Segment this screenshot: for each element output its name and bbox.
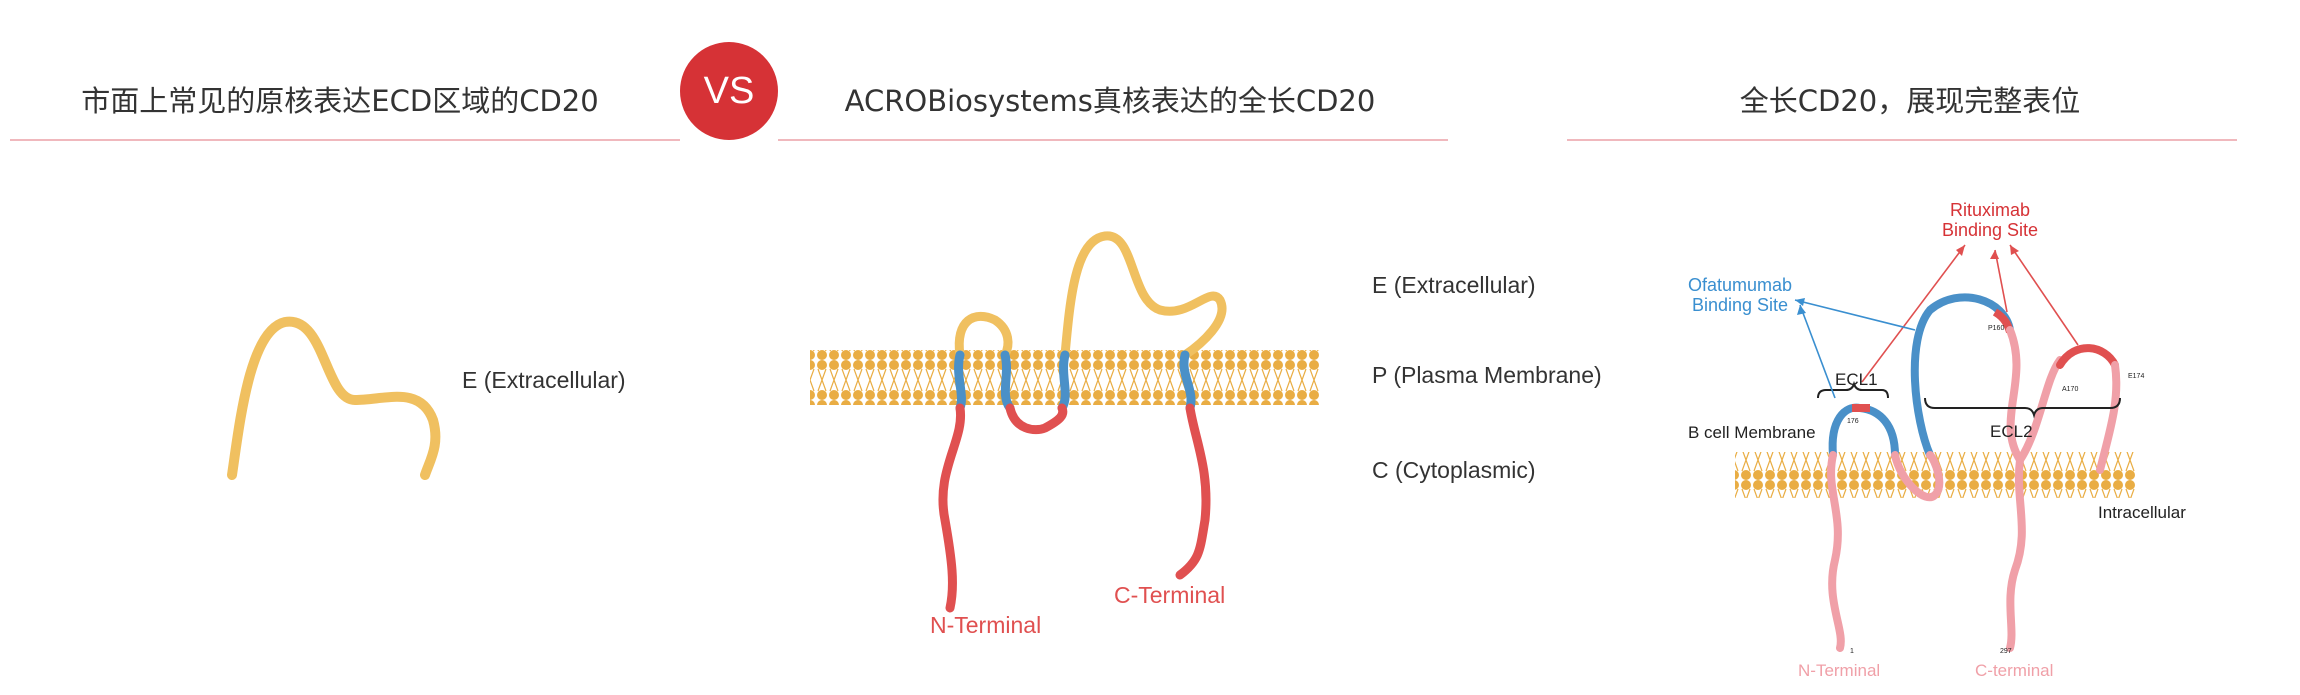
transmembrane-segment-3 — [1057, 350, 1070, 413]
center-panel-title: ACROBiosystems真核表达的全长CD20 — [844, 84, 1376, 118]
residue-1-label: 1 — [1850, 648, 1854, 655]
transmembrane-segment-1 — [954, 350, 966, 413]
vs-badge: VS — [680, 42, 778, 140]
left-panel-divider — [10, 139, 680, 141]
tm-pink-1 — [1827, 451, 1845, 652]
ofatumumab-label-line2: Binding Site — [1692, 295, 1788, 315]
residue-p160-label: P160 — [1988, 325, 2004, 332]
transmembrane-segment-2 — [1000, 350, 1015, 413]
ecl2-blue-loop — [1910, 293, 2014, 459]
tm-pink-4 — [2096, 361, 2121, 474]
ecl1-label: ECL1 — [1835, 370, 1878, 389]
panel3-epitope-diagram: Rituximab Binding Site Ofatumumab Bindin… — [1688, 200, 2186, 680]
center-panel-divider — [778, 139, 1448, 141]
c-terminal-tail — [1175, 403, 1211, 580]
cytoplasmic-loop — [1005, 403, 1068, 435]
n-terminal-label: N-Terminal — [930, 612, 1041, 638]
residue-a170-label: A170 — [2062, 386, 2078, 393]
ecl1-loop — [1828, 403, 1899, 459]
panel2-cytoplasmic-label: C (Cytoplasmic) — [1372, 457, 1536, 483]
extracellular-loop — [954, 311, 1013, 360]
ofatumumab-label-line1: Ofatumumab — [1688, 275, 1792, 295]
panel3-c-terminal-label: C-terminal — [1975, 661, 2053, 680]
rituximab-arrows — [1861, 244, 2079, 383]
n-terminal-tail — [938, 403, 966, 613]
right-panel-title: 全长CD20，展现完整表位 — [1739, 84, 2081, 118]
panel2-membrane-label: P (Plasma Membrane) — [1372, 362, 1602, 388]
ofatumumab-arrows — [1794, 299, 1916, 399]
panel2-fulllength-diagram: N-Terminal C-Terminal E (Extracellular) … — [810, 231, 1602, 638]
bcell-membrane-label: B cell Membrane — [1688, 423, 1816, 442]
rituximab-arrowheads — [1956, 245, 2019, 259]
panel1-extracellular-label: E (Extracellular) — [462, 367, 626, 393]
extracellular-loop-large — [1060, 231, 1227, 360]
rituximab-label-line1: Rituximab — [1950, 200, 2030, 220]
left-panel-title: 市面上常见的原核表达ECD区域的CD20 — [81, 84, 599, 118]
panel3-n-terminal-label: N-Terminal — [1798, 661, 1880, 680]
panel1-ecd-diagram: E (Extracellular) — [227, 316, 626, 480]
tm-pink-2 — [1891, 451, 1944, 502]
intracellular-label: Intracellular — [2098, 503, 2186, 522]
ecd-loop — [227, 316, 441, 480]
residue-e174-label: E174 — [2128, 373, 2144, 380]
rituximab-label-line2: Binding Site — [1942, 220, 2038, 240]
panel2-extracellular-label: E (Extracellular) — [1372, 272, 1536, 298]
ecl2-red-loop — [2056, 344, 2119, 369]
ofatumumab-arrowheads — [1795, 298, 1806, 315]
right-panel-divider — [1567, 139, 2237, 141]
ecl2-bracket — [1924, 397, 2121, 419]
ecl1-bracket — [1817, 380, 1889, 399]
residue-297-label: 297 — [2000, 648, 2012, 655]
tm-pink-3 — [2006, 456, 2026, 652]
ecl2-label: ECL2 — [1990, 422, 2033, 441]
c-terminal-label: C-Terminal — [1114, 582, 1225, 608]
residue-176-label: 176 — [1847, 418, 1859, 425]
